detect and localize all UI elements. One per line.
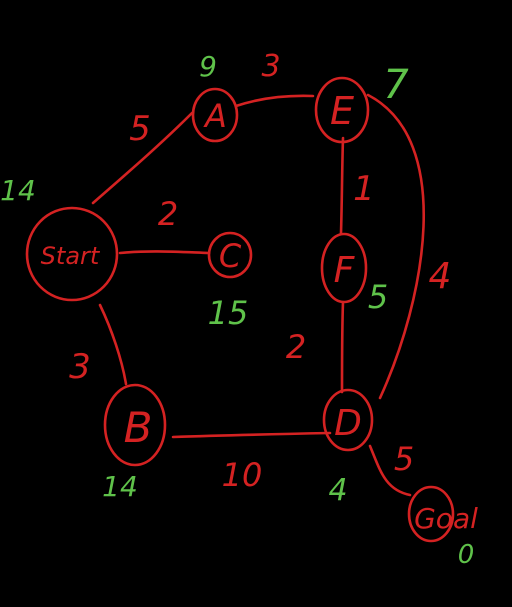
weight-a-e: 3	[261, 49, 280, 84]
node-f-label: F	[334, 250, 356, 291]
node-goal-circle	[407, 485, 455, 543]
node-d-label: D	[334, 403, 362, 444]
heuristic-c: 15	[208, 294, 249, 332]
heuristic-values: 14 9 7 15 5 14 4 0	[0, 50, 474, 570]
edge-start-b	[98, 303, 128, 386]
heuristic-a: 9	[199, 50, 217, 83]
edge-weights: 5 2 3 3 1 4 2 10 5	[69, 49, 451, 494]
edge-b-d	[171, 431, 332, 439]
edge-e-d	[366, 93, 425, 400]
heuristic-d: 4	[328, 473, 347, 508]
weight-e-d: 4	[429, 256, 452, 297]
edge-f-d	[340, 300, 345, 394]
node-a-label: A	[203, 97, 227, 135]
node-start-label: Start	[41, 242, 101, 270]
node-a-circle	[191, 87, 239, 143]
weight-d-goal: 5	[394, 440, 414, 478]
node-b-circle	[103, 383, 167, 467]
heuristic-f: 5	[368, 278, 388, 316]
node-c-circle	[207, 231, 253, 279]
node-e-label: E	[330, 89, 354, 133]
edge-start-c	[118, 250, 211, 255]
edge-start-a	[91, 111, 194, 205]
node-c-label: C	[219, 237, 242, 275]
heuristic-start: 14	[0, 174, 36, 207]
node-goal-label: Goal	[414, 502, 478, 535]
node-e-circle	[314, 76, 370, 144]
heuristic-e: 7	[383, 62, 409, 108]
node-f-circle	[320, 232, 368, 304]
node-b-label: B	[124, 403, 153, 452]
weight-e-f: 1	[353, 169, 375, 209]
node-d-circle	[322, 388, 374, 452]
weight-start-c: 2	[158, 195, 178, 233]
heuristic-goal: 0	[458, 540, 475, 570]
edge-a-e	[234, 94, 315, 108]
weight-start-a: 5	[129, 109, 151, 149]
weight-f-d: 2	[286, 328, 306, 366]
edge-e-f	[339, 136, 345, 235]
nodes: Start A E C F B D Goal	[25, 76, 478, 543]
weight-b-d: 10	[222, 456, 263, 494]
edge-d-goal	[368, 444, 412, 497]
weight-start-b: 3	[69, 347, 91, 387]
node-start-circle	[25, 206, 119, 302]
heuristic-b: 14	[102, 470, 138, 503]
edges	[91, 93, 425, 497]
